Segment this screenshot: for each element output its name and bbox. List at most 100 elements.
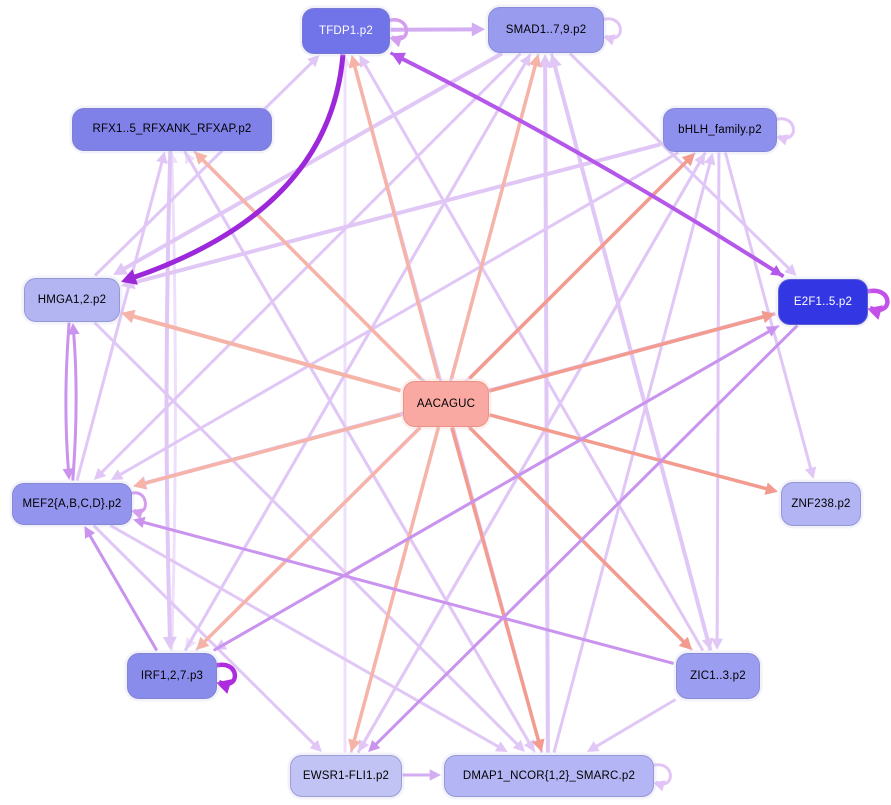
edge-center-mef2 — [142, 413, 401, 486]
edge-bhlh-mef2-arrowhead — [110, 469, 124, 480]
edge-irf-rfx — [170, 161, 177, 651]
edge-e2f1-tfdp1 — [400, 56, 785, 279]
edge-center-e2f1-arrowhead — [761, 310, 775, 324]
edge-zic-smad — [552, 64, 713, 652]
edge-hmga-tfdp1 — [93, 60, 314, 277]
edge-zic-dmap-arrowhead — [586, 741, 600, 752]
edge-mef2-rfx — [75, 160, 164, 481]
node-mef2[interactable]: MEF2{A,B,C,D}.p2 — [12, 483, 132, 525]
edge-smad-hmga-arrowhead — [113, 262, 129, 275]
edge-tfdp1-e2f1 — [389, 51, 776, 273]
edge-mef2-rfx-arrowhead — [156, 151, 168, 165]
edge-dmap-smad — [543, 65, 550, 753]
edge-bhlh-znf238 — [723, 152, 813, 471]
edge-hmga-tfdp1-arrowhead — [307, 55, 320, 68]
edge-bhlh-zic — [715, 152, 721, 641]
edge-irf-mef2-arrowhead — [84, 526, 96, 539]
edge-zic-mef2-arrowhead — [133, 516, 146, 529]
self-loop-dmap-arrowhead — [653, 780, 666, 792]
edge-rfx-irf-arrowhead — [162, 636, 177, 650]
edge-center-ewsr-arrowhead — [348, 738, 361, 752]
node-znf238[interactable]: ZNF238.p2 — [781, 482, 861, 526]
edge-mef2-ewsr — [92, 524, 317, 747]
edge-center-irf-arrowhead — [196, 636, 210, 650]
edge-center-bhlh-arrowhead — [681, 153, 695, 167]
node-zic[interactable]: ZIC1..3.p2 — [676, 653, 760, 699]
edge-mef2-hmga-arrowhead — [67, 323, 80, 335]
edge-center-dmap — [450, 427, 541, 743]
node-tfdp1[interactable]: TFDP1.p2 — [302, 8, 390, 54]
node-rfx[interactable]: RFX1..5_RFXANK_RFXAP.p2 — [72, 107, 272, 151]
edge-bhlh-zic-arrowhead — [711, 638, 723, 650]
self-loop-smad-arrowhead — [603, 34, 616, 46]
edge-smad-e2f1 — [568, 52, 791, 271]
node-center[interactable]: AACAGUC — [403, 381, 489, 427]
self-loop-irf-arrowhead — [216, 679, 232, 694]
edge-mef2-ewsr-arrowhead — [309, 739, 322, 752]
node-e2f1[interactable]: E2F1..5.p2 — [778, 279, 868, 325]
edge-hmga-dmap-arrowhead — [512, 739, 525, 752]
edge-irf-mef2 — [87, 533, 159, 652]
edge-center-zic-arrowhead — [678, 636, 692, 650]
edge-irf-e2f1-arrowhead — [765, 326, 779, 337]
edge-center-smad — [449, 63, 538, 379]
edge-dmap-smad-arrowhead — [538, 54, 553, 68]
node-ewsr[interactable]: EWSR1-FLI1.p2 — [290, 755, 402, 797]
self-loop-e2f1-arrowhead — [867, 305, 883, 320]
edge-hmga-mef2 — [64, 322, 71, 471]
edge-center-dmap-arrowhead — [532, 738, 545, 752]
node-smad[interactable]: SMAD1..7,9.p2 — [488, 7, 604, 53]
edge-smad-e2f1-arrowhead — [784, 263, 797, 276]
self-loop-tfdp1-arrowhead — [389, 34, 403, 48]
edge-rfx-dmap-arrowhead — [523, 739, 535, 752]
edge-e2f1-ewsr-arrowhead — [368, 739, 381, 752]
edge-tfdp1-e2f1-arrowhead — [770, 264, 783, 276]
edge-smad-hmga — [121, 51, 503, 272]
edge-ewsr-dmap-arrowhead — [429, 769, 441, 781]
edge-smad-mef2-arrowhead — [94, 467, 107, 480]
edge-zic-dmap — [594, 698, 677, 749]
edge-center-hmga — [131, 313, 402, 393]
edge-dmap-bhlh — [552, 161, 712, 753]
edge-mef2-dmap-arrowhead — [494, 741, 508, 752]
edge-mef2-dmap — [109, 524, 500, 749]
edge-center-smad-arrowhead — [528, 54, 542, 68]
edge-tfdp1-hmga-arrowhead — [121, 269, 138, 285]
edge-center-tfdp1 — [352, 64, 441, 379]
edge-center-irf — [202, 426, 422, 644]
edge-e2f1-ewsr — [373, 324, 799, 747]
edge-zic-smad-arrowhead — [548, 54, 562, 69]
edge-hmga-mef2-arrowhead — [62, 468, 75, 480]
edge-smad-mef2 — [99, 52, 522, 475]
edge-center-znf238-arrowhead — [764, 482, 778, 495]
node-hmga[interactable]: HMGA1,2.p2 — [24, 278, 120, 322]
node-irf[interactable]: IRF1,2,7.p3 — [127, 653, 217, 699]
edge-dmap-bhlh-arrowhead — [704, 153, 716, 166]
edge-center-rfx — [200, 157, 422, 380]
edge-center-tfdp1-arrowhead — [348, 55, 362, 69]
edge-bhlh-mef2 — [118, 151, 680, 477]
edge-irf-e2f1 — [212, 329, 771, 652]
edge-rfx-dmap — [183, 150, 532, 745]
edge-center-mef2-arrowhead — [133, 477, 147, 490]
edge-tfdp1-hmga — [132, 54, 346, 281]
edge-center-ewsr — [352, 427, 441, 743]
edge-zic-tfdp1-arrowhead — [359, 55, 371, 68]
edge-zic-mef2 — [141, 520, 674, 665]
edge-irf-smad-arrowhead — [519, 54, 531, 67]
edge-center-zic — [468, 426, 686, 644]
node-bhlh[interactable]: bHLH_family.p2 — [663, 108, 777, 152]
edge-rfx-irf — [164, 150, 173, 639]
edge-bhlh-znf238-arrowhead — [804, 466, 817, 479]
edge-center-znf238 — [489, 413, 769, 491]
node-dmap[interactable]: DMAP1_NCOR{1,2}_SMARC.p2 — [444, 755, 654, 797]
edge-zic-tfdp1 — [362, 62, 705, 652]
edge-ewsr-bhlh — [356, 160, 702, 754]
self-loop-bhlh-arrowhead — [776, 134, 789, 146]
self-loop-mef2-arrowhead — [131, 508, 144, 520]
edge-center-hmga-arrowhead — [121, 309, 136, 324]
edge-mef2-hmga — [71, 332, 78, 481]
edge-center-rfx-arrowhead — [194, 151, 208, 165]
edge-center-e2f1 — [489, 314, 766, 393]
